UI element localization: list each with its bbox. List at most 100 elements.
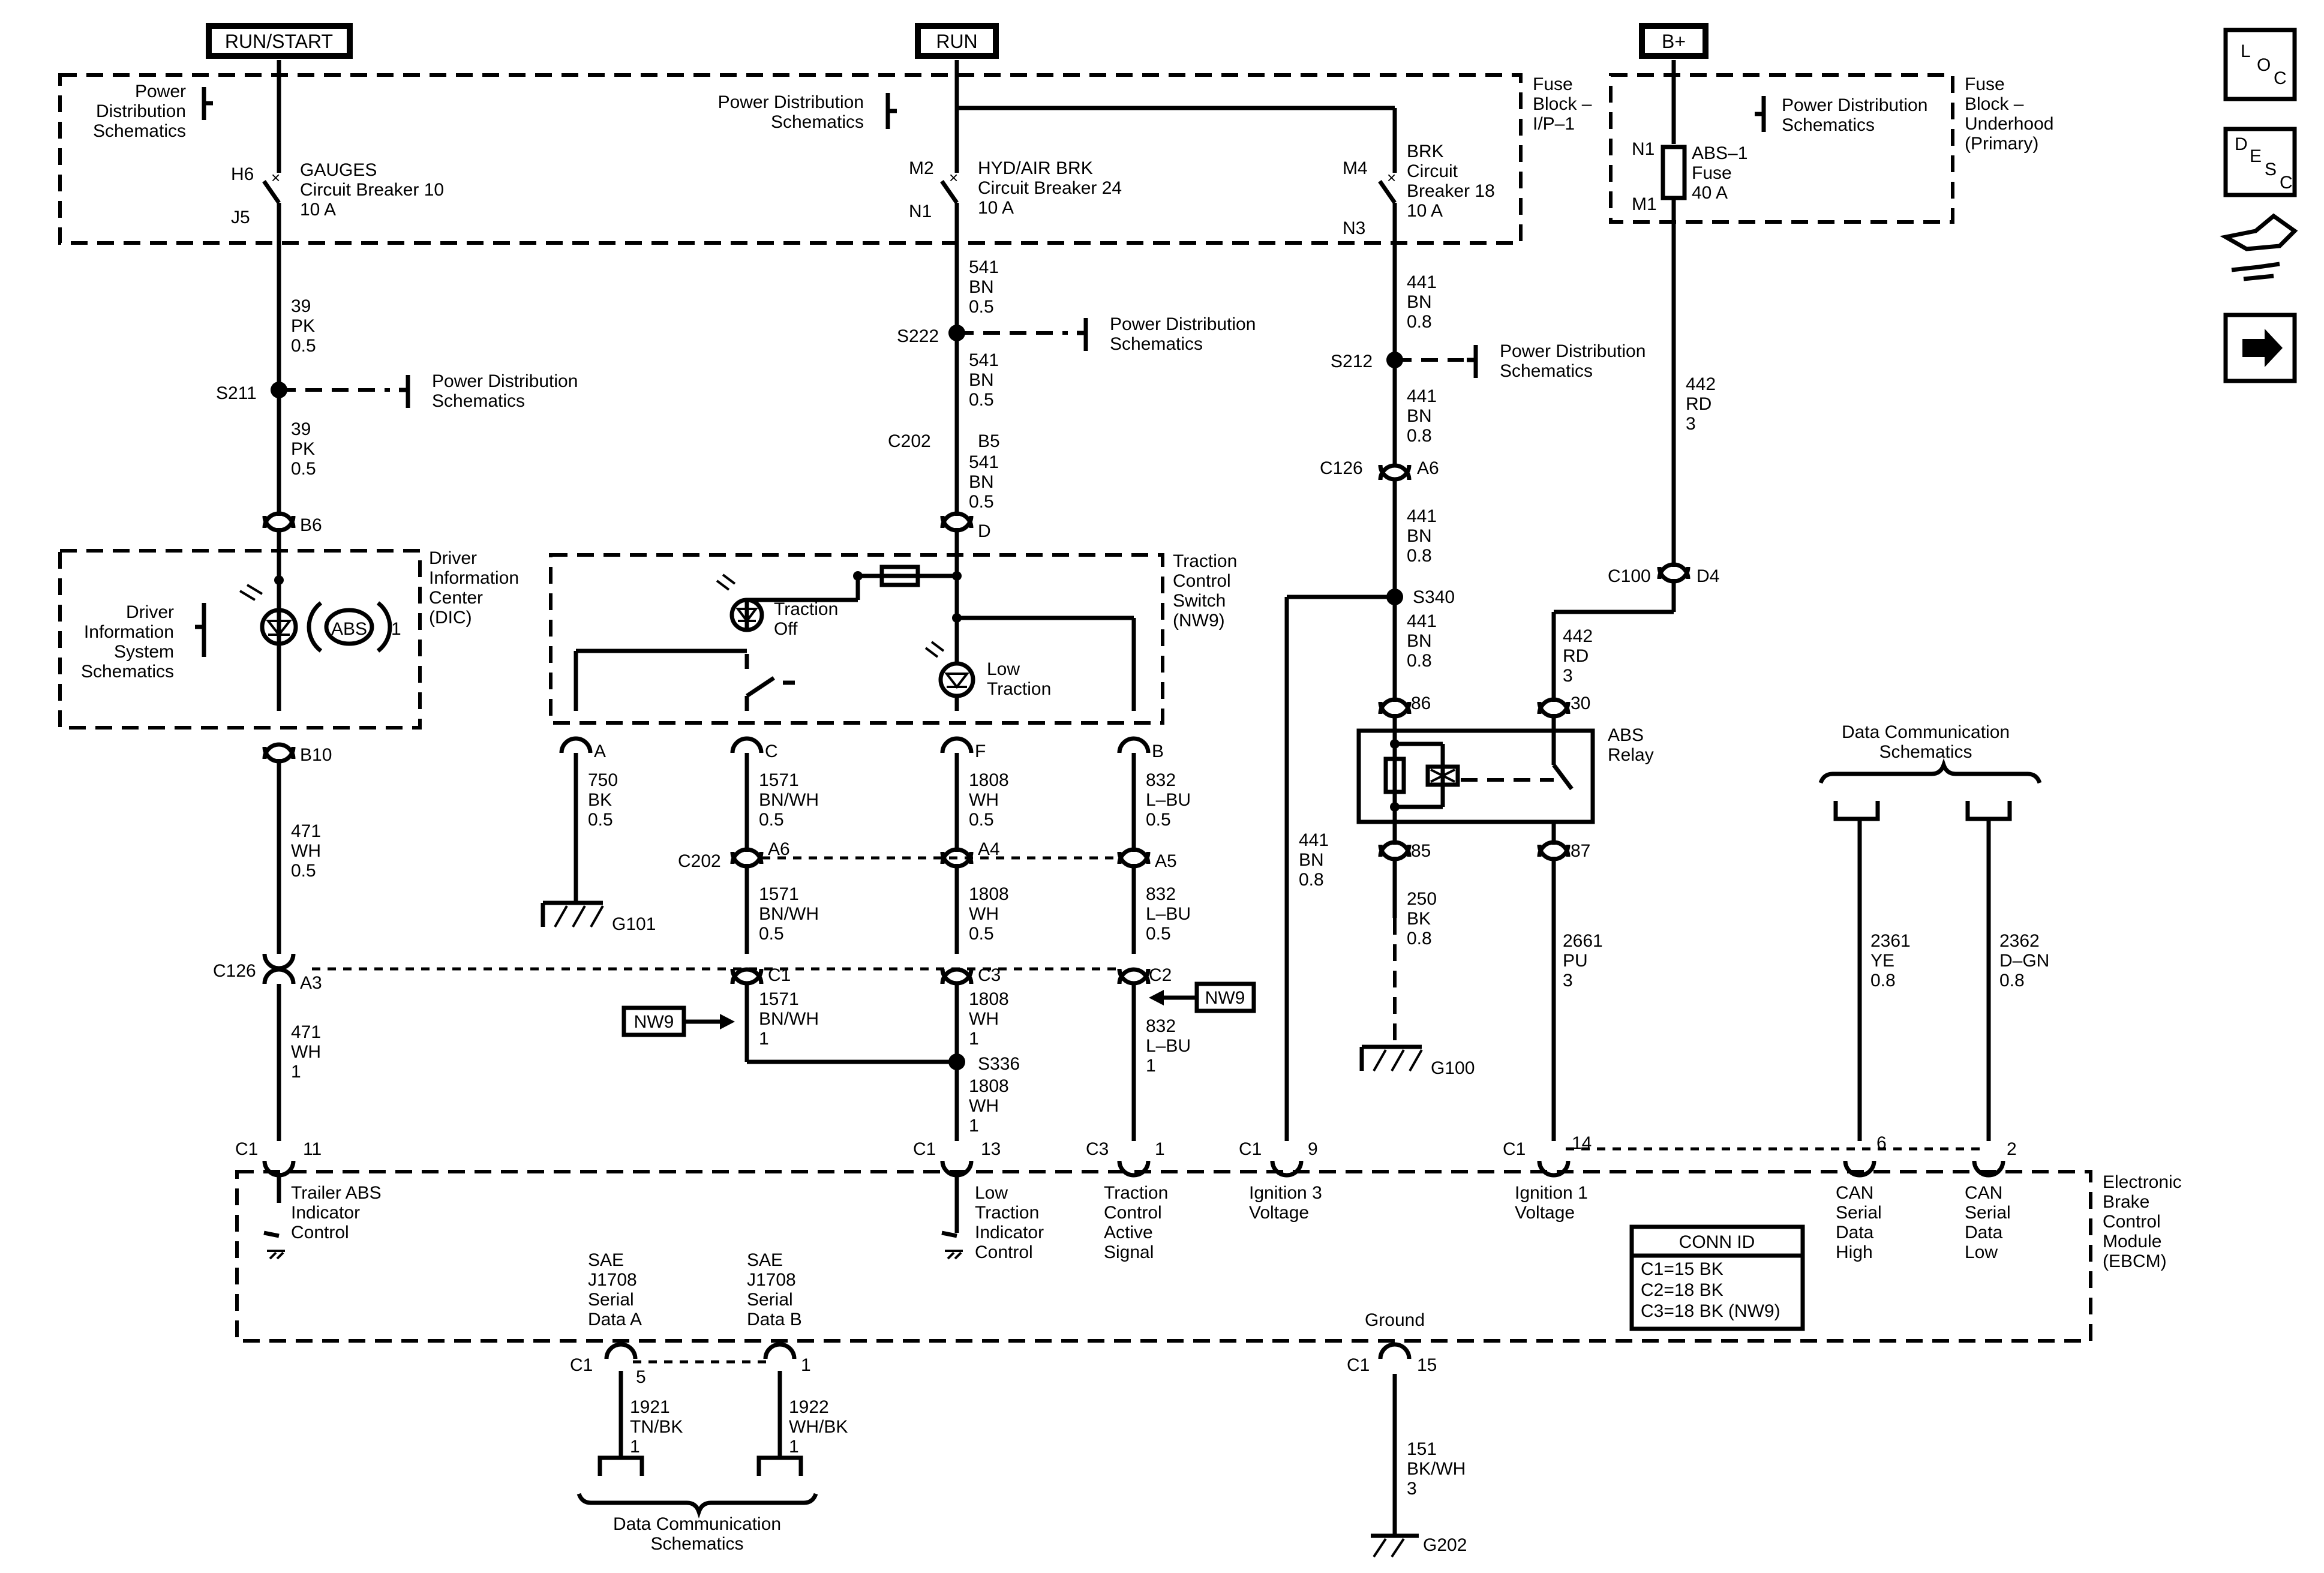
wire-label: PU	[1563, 951, 1588, 971]
ebcm-pin-label: Active	[1104, 1223, 1153, 1242]
nw9-label: NW9	[634, 1012, 674, 1032]
box-label-dic: Information	[429, 568, 519, 588]
connector-label: 11	[303, 1139, 322, 1159]
splice-dots	[271, 325, 1403, 1070]
ref-driver-info-schematics: Information	[84, 622, 174, 642]
connector-label: C126	[213, 961, 256, 981]
wire-label: BK	[588, 790, 612, 810]
next-arrow-icon[interactable]	[2223, 313, 2297, 383]
wire-label: WH/BK	[789, 1417, 848, 1437]
low-traction-label: Traction	[987, 679, 1051, 699]
box-label-fuse-underhood: Fuse	[1965, 74, 2005, 94]
ebcm-pin-label: Voltage	[1515, 1203, 1575, 1223]
wire-label: 0.5	[291, 459, 316, 479]
connector-label: C3	[978, 965, 1001, 985]
wire-label: 1808	[969, 1076, 1009, 1096]
ground-symbols	[267, 900, 1423, 1558]
wire-label: 442	[1563, 626, 1593, 646]
connector-label: A6	[1417, 458, 1439, 478]
wire-label: TN/BK	[630, 1417, 683, 1437]
ref-brackets	[195, 87, 2042, 1519]
connector-label: C202	[678, 851, 721, 871]
ebcm-pin-label: Data B	[747, 1310, 802, 1329]
ebcm-pin-label: Control	[1104, 1203, 1162, 1223]
wire-label: 0.5	[291, 336, 316, 356]
box-label-abs-relay: ABS	[1608, 725, 1644, 745]
wire-label: 832	[1146, 770, 1176, 790]
wire-label: BN/WH	[759, 1009, 819, 1029]
wire-label: 442	[1686, 374, 1716, 394]
wire-label: BK/WH	[1407, 1459, 1466, 1479]
ref-data-communication: Data Communication	[1842, 722, 2010, 742]
conn-id-row: C3=18 BK (NW9)	[1641, 1301, 1780, 1321]
wire-label: 0.8	[1999, 971, 2025, 990]
wire-label: 0.5	[969, 810, 994, 830]
connector-label: 6	[1876, 1133, 1887, 1153]
fuse-description: Circuit Breaker 10	[300, 180, 444, 200]
fuse-description: 10 A	[300, 200, 336, 220]
ebcm-pin-label: Signal	[1104, 1242, 1154, 1262]
ebcm-pin-label: J1708	[747, 1270, 796, 1290]
fuse-description: GAUGES	[300, 160, 377, 180]
side-icons[interactable]: L O C D E S C	[2220, 28, 2298, 383]
connector-label: 87	[1571, 841, 1590, 861]
wire-label: 541	[969, 350, 999, 370]
fuse-location: M2	[909, 158, 934, 178]
wire-label: 0.5	[1146, 810, 1171, 830]
loc-icon[interactable]: L O C	[2223, 28, 2297, 101]
box-label-ebcm: Electronic	[2103, 1172, 2182, 1192]
ref-power-distribution: Power Distribution	[718, 92, 864, 112]
box-label-dic: (DIC)	[429, 608, 472, 628]
connector-label: B5	[978, 431, 1000, 451]
tools-icon[interactable]	[2220, 213, 2298, 281]
desc-letter: S	[2265, 160, 2277, 179]
connector-label: 85	[1411, 841, 1431, 861]
ebcm-pin-label: CAN	[1965, 1183, 2002, 1203]
ebcm-pin-label: CAN	[1836, 1183, 1873, 1203]
wire-label: BN/WH	[759, 790, 819, 810]
abs-lamp-label: ABS	[331, 619, 367, 639]
connector-label: B	[1152, 742, 1164, 761]
wire-label: 1808	[969, 989, 1009, 1009]
connector-label: B10	[300, 745, 332, 765]
power-headers: RUN/START RUN B+	[206, 23, 1709, 59]
desc-icon[interactable]: D E S C	[2223, 127, 2297, 197]
wire-label: 0.8	[1407, 426, 1432, 446]
ref-power-distribution: Distribution	[96, 101, 186, 121]
wire-label: 39	[291, 296, 311, 316]
connector-label: A5	[1155, 851, 1177, 871]
wire-label: BK	[1407, 909, 1431, 929]
wire-label: 0.5	[969, 492, 994, 512]
connector-hooks	[262, 463, 2005, 1359]
ebcm-pin-label: Data	[1836, 1223, 1874, 1242]
ebcm-pin-label: Serial	[747, 1290, 793, 1310]
wire-label: BN	[1407, 526, 1432, 546]
box-label-dic: Driver	[429, 548, 477, 568]
wire-label: WH	[969, 904, 999, 924]
wire-label: 1808	[969, 770, 1009, 790]
ref-power-distribution: Power Distribution	[432, 371, 578, 391]
wire-label: 0.8	[1407, 312, 1432, 332]
fuse-description: BRK	[1407, 142, 1444, 161]
ebcm-pin-label: Control	[975, 1242, 1033, 1262]
connector-label: C1	[1239, 1139, 1262, 1159]
ebcm-pin-label: Control	[291, 1223, 349, 1242]
ground-label: G202	[1423, 1535, 1467, 1555]
svg-text:×: ×	[1387, 169, 1396, 187]
wire-label: PK	[291, 439, 315, 459]
connector-label: 86	[1411, 694, 1431, 713]
ref-power-distribution: Power Distribution	[1782, 95, 1927, 115]
header-run-start: RUN/START	[225, 31, 333, 52]
desc-letter: D	[2235, 134, 2248, 154]
wire-label: 0.5	[1146, 924, 1171, 944]
wire-label: BN	[1299, 850, 1324, 870]
splice-label: S211	[216, 383, 257, 403]
fuse-location: N1	[1632, 139, 1655, 159]
ebcm-pin-label: Low	[975, 1183, 1008, 1203]
connector-label: C1	[1347, 1355, 1370, 1375]
text-labels: PowerDistributionSchematicsH6J5GAUGESCir…	[81, 74, 2182, 1555]
fuse-location: N3	[1343, 218, 1365, 238]
wire-label: RD	[1686, 394, 1712, 414]
connector-label: C	[765, 742, 778, 761]
wire-label: 0.5	[588, 810, 613, 830]
